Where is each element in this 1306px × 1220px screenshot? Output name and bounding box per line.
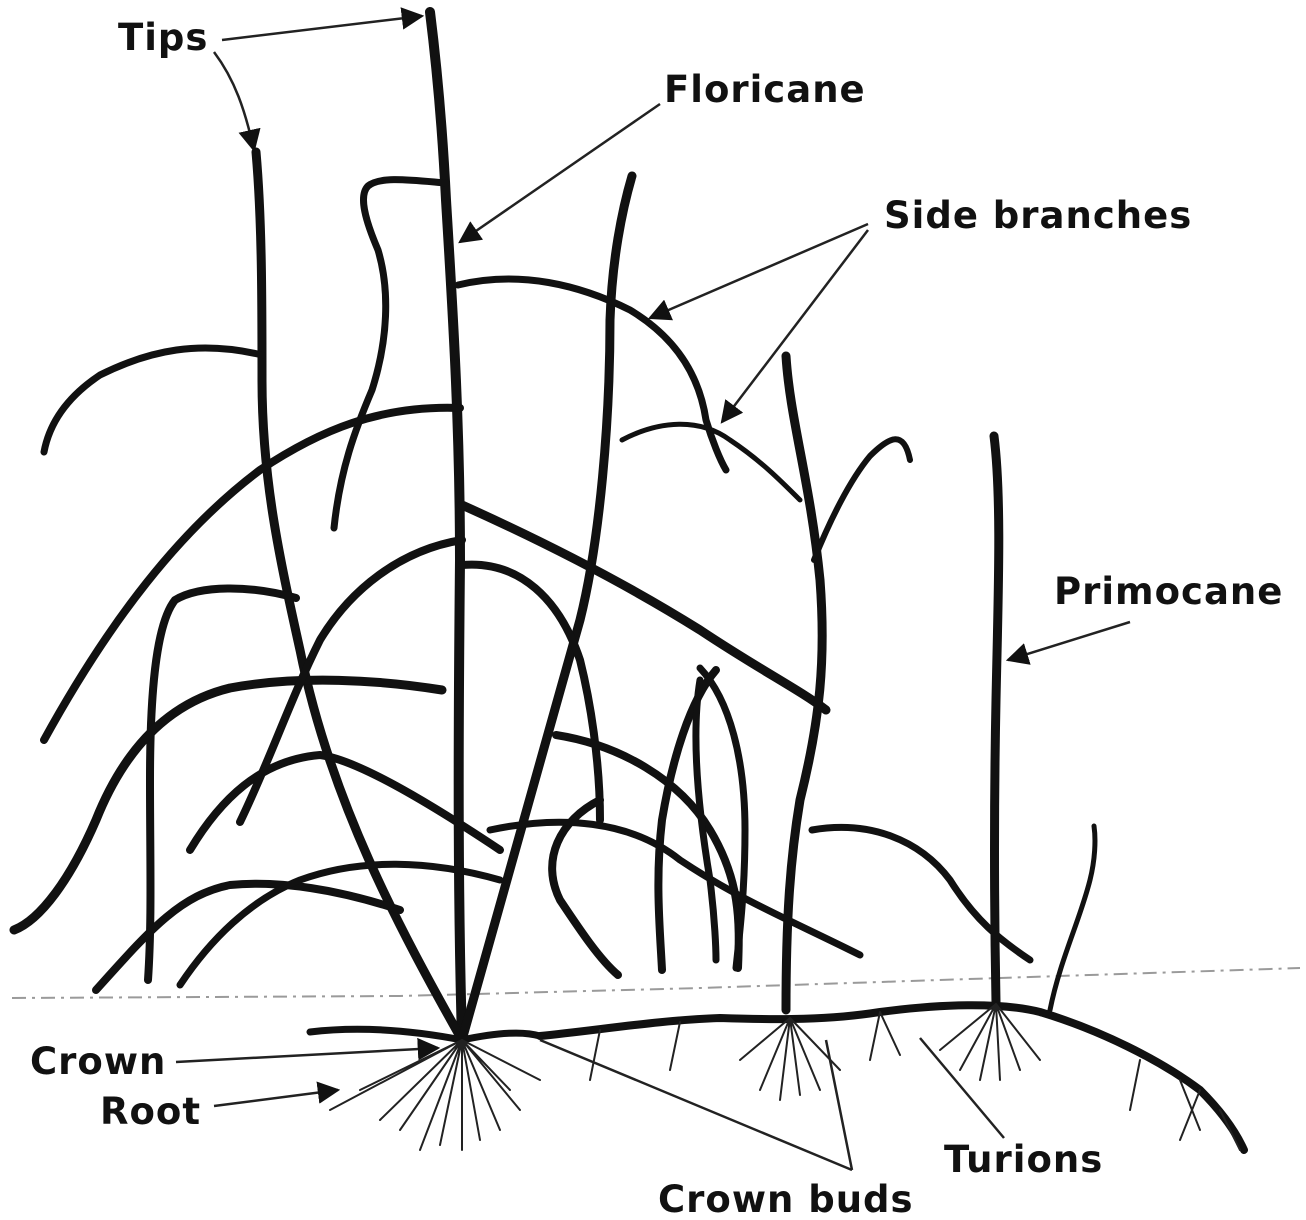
left-arch-branch-2: [44, 348, 262, 452]
left-arch-branch-6: [96, 884, 400, 990]
turions-leader: [920, 1038, 1004, 1138]
upper-side-branch: [458, 279, 726, 470]
floricane-plant: [14, 12, 860, 1040]
crown-leader: [176, 1048, 438, 1062]
root-label: Root: [100, 1090, 201, 1133]
floricane-stem: [430, 12, 462, 1040]
primocane-leader: [1008, 622, 1130, 660]
primocane-stem: [994, 436, 999, 1002]
floricane-label: Floricane: [664, 68, 866, 111]
rhizome: [540, 1005, 1244, 1150]
crown-buds-leader-2: [826, 1040, 852, 1170]
turions-label: Turions: [944, 1138, 1103, 1181]
primocane-plant: [994, 436, 1095, 1010]
primocane-roots: [940, 1004, 1040, 1080]
crown-base: [310, 1029, 540, 1040]
crown-label: Crown: [30, 1040, 166, 1083]
crown-roots: [330, 1040, 540, 1150]
root-leader: [214, 1090, 338, 1106]
side-branches-label: Side branches: [884, 194, 1192, 237]
side-branches-leader-2: [722, 230, 868, 422]
left-arch-branch-3: [148, 588, 296, 980]
middle-roots: [740, 1018, 840, 1100]
rhizome-roots: [590, 1012, 1240, 1150]
tips-leader-2: [214, 52, 254, 150]
primocane-label: Primocane: [1054, 570, 1283, 613]
crown-buds-label: Crown buds: [658, 1178, 914, 1220]
curled-side-branch: [334, 180, 446, 528]
right-arch-branch-6: [490, 822, 860, 955]
middle-cane-branch: [814, 439, 910, 560]
tips-leader-1: [222, 16, 422, 40]
ground-line: [12, 968, 1300, 998]
right-arch-branch-1: [462, 505, 826, 710]
right-leaning-cane: [462, 176, 632, 1040]
tips-label: Tips: [118, 16, 208, 59]
left-arch-branch-1: [44, 408, 460, 740]
primocane-side-shoot: [1050, 826, 1095, 1010]
leader-lines: [176, 16, 1130, 1170]
crown-buds-leader-1: [540, 1040, 852, 1170]
